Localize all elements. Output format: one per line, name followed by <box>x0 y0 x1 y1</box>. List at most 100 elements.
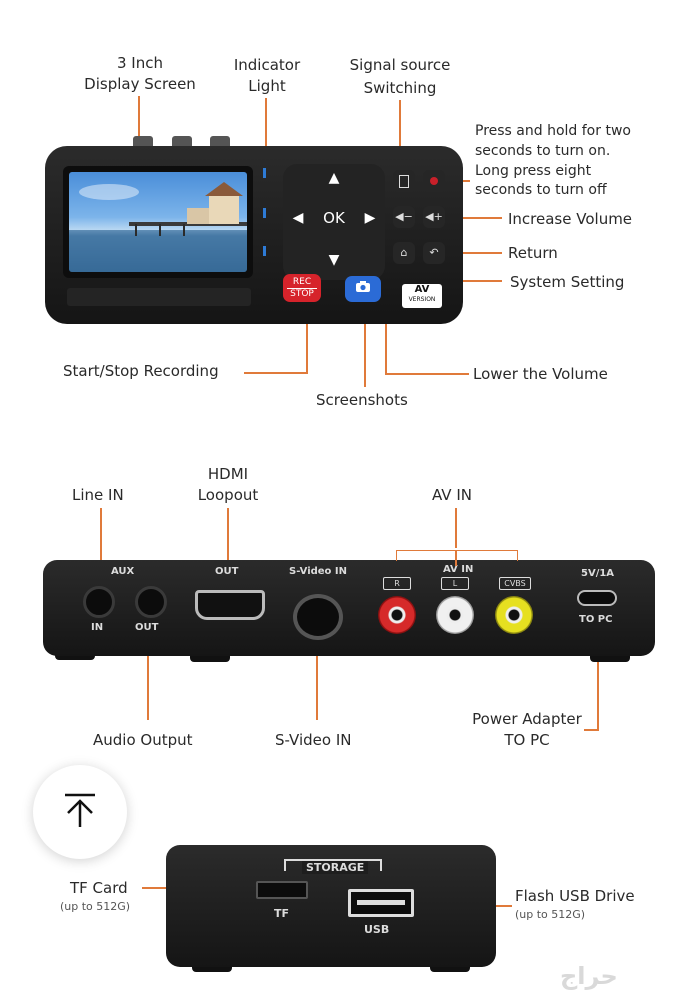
callout-lower-h <box>385 373 469 375</box>
hdmi-out-label: OUT <box>215 566 239 577</box>
svideo-port[interactable] <box>293 594 343 640</box>
usb-a-port[interactable] <box>348 889 414 917</box>
storage-bracket <box>284 859 382 871</box>
side-foot-right <box>430 962 470 972</box>
return-button[interactable]: ↶ <box>423 242 445 264</box>
callout-rec-h <box>244 372 308 374</box>
label-line-in: Line IN <box>72 486 124 504</box>
label-return: Return <box>508 244 558 262</box>
label-av-in: AV IN <box>432 486 472 504</box>
dpad-left-button[interactable]: ◀ <box>292 210 304 226</box>
power-rating-label: 5V/1A <box>581 568 615 579</box>
indicator-led-1 <box>263 168 266 178</box>
l-label: L <box>441 577 469 590</box>
home-button[interactable]: ⌂ <box>393 242 415 264</box>
back-foot-mid <box>190 652 230 662</box>
dpad-down-button[interactable]: ▼ <box>328 252 340 268</box>
power-button[interactable] <box>423 170 445 192</box>
signal-switch-button[interactable] <box>393 170 415 192</box>
audio-out-jack[interactable] <box>135 586 167 618</box>
hdmi-port[interactable] <box>195 590 265 620</box>
rca-yellow-port[interactable] <box>495 596 533 634</box>
speaker-grille <box>67 288 251 306</box>
av-badge-subtitle: VERSION <box>408 296 436 303</box>
screenshot-button[interactable] <box>345 276 381 302</box>
r-label: R <box>383 577 411 590</box>
home-icon: ⌂ <box>400 246 408 259</box>
rec-stop-button[interactable]: REC STOP <box>283 274 321 302</box>
label-signal-line2: Switching <box>363 79 437 97</box>
cvbs-label: CVBS <box>499 577 531 590</box>
callout-rec-v <box>306 308 308 373</box>
usb-slot-label: USB <box>364 923 390 936</box>
speaker-plus-icon: ◀+ <box>425 210 443 223</box>
dpad-right-button[interactable]: ▶ <box>364 210 376 226</box>
side-device-body: STORAGE TF USB <box>166 845 496 967</box>
label-audio-output: Audio Output <box>93 731 193 749</box>
return-icon: ↶ <box>429 246 439 259</box>
watermark: حراج <box>560 962 618 990</box>
label-indicator-line2: Light <box>248 77 286 95</box>
to-pc-label: TO PC <box>579 614 613 625</box>
usb-c-port[interactable] <box>577 590 617 606</box>
label-lower-volume: Lower the Volume <box>473 365 608 383</box>
label-screenshots: Screenshots <box>316 391 408 409</box>
side-foot-left <box>192 962 232 972</box>
label-hdmi-line2: Loopout <box>197 486 259 504</box>
label-indicator-line1: Indicator <box>233 56 301 74</box>
label-flash-usb: Flash USB Drive <box>515 887 635 905</box>
usb-tongue <box>357 900 405 905</box>
back-device-body: AUX IN OUT OUT S-Video IN AV IN R L CVBS… <box>43 560 655 656</box>
callout-return <box>432 252 502 254</box>
label-power-line3: Long press eight <box>475 163 592 179</box>
label-power-line1: Press and hold for two <box>475 123 631 139</box>
label-power-line2: seconds to turn on. <box>475 143 611 159</box>
callout-increase <box>432 217 502 219</box>
callout-hdmi <box>227 508 229 586</box>
arrow-up-bar-icon <box>65 793 95 827</box>
label-increase-volume: Increase Volume <box>508 210 633 228</box>
callout-screenshot <box>364 307 366 387</box>
svideo-port-label: S-Video IN <box>289 566 347 577</box>
display-screen <box>69 172 247 272</box>
tf-card-slot[interactable] <box>256 881 308 899</box>
indicator-led-3 <box>263 246 266 256</box>
label-tf-card-sub: (up to 512G) <box>60 900 131 913</box>
ok-button[interactable]: OK <box>323 209 345 227</box>
rca-white-port[interactable] <box>436 596 474 634</box>
label-hdmi-line1: HDMI <box>207 465 249 483</box>
av-version-badge: AV VERSION <box>402 284 442 308</box>
av-badge-title: AV <box>414 284 430 295</box>
stop-label: STOP <box>287 288 317 300</box>
volume-down-button[interactable]: ◀− <box>393 206 415 228</box>
back-foot-right <box>590 652 630 662</box>
scroll-to-top-button[interactable] <box>33 765 127 859</box>
label-power-adapter-line1: Power Adapter <box>472 710 582 728</box>
callout-power-v <box>597 630 599 730</box>
callout-svideo <box>316 632 318 720</box>
label-svideo-in: S-Video IN <box>275 731 352 749</box>
in-label: IN <box>91 622 104 633</box>
label-power-adapter-line2: TO PC <box>504 731 550 749</box>
callout-display <box>138 96 140 174</box>
av-in-port-label: AV IN <box>443 564 474 575</box>
label-power-line4: seconds to turn off <box>475 182 607 198</box>
rec-label: REC <box>292 277 312 287</box>
line-in-jack[interactable] <box>83 586 115 618</box>
storage-label: STORAGE <box>302 861 369 874</box>
dpad-up-button[interactable]: ▲ <box>328 170 340 186</box>
callout-audio-out <box>147 630 149 720</box>
display-pier-image <box>69 182 247 272</box>
aux-label: AUX <box>111 566 135 577</box>
av-in-bracket <box>396 550 518 561</box>
callout-av-in <box>455 508 457 548</box>
speaker-minus-icon: ◀− <box>395 210 413 223</box>
rca-red-port[interactable] <box>378 596 416 634</box>
volume-up-button[interactable]: ◀+ <box>423 206 445 228</box>
signal-switch-icon <box>399 174 409 188</box>
camera-icon <box>355 281 371 296</box>
front-device-body: ▲ ▼ ◀ ▶ OK ◀− ⌂ ◀+ ↶ REC STOP AV VERSION <box>45 146 463 324</box>
indicator-led-2 <box>263 208 266 218</box>
dpad: ▲ ▼ ◀ ▶ OK <box>283 164 385 280</box>
label-system-setting: System Setting <box>510 273 625 291</box>
